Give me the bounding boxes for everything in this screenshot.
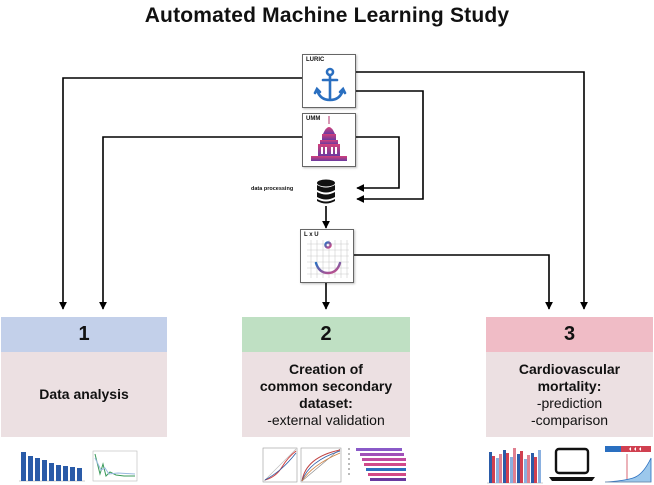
anchor-grid-icon — [307, 240, 349, 278]
panel-3-line: mortality: — [537, 377, 602, 394]
panel-1-number: 1 — [78, 323, 90, 345]
page-title: Automated Machine Learning Study — [144, 4, 510, 27]
luric-box: LURIC — [302, 54, 356, 108]
combined-label: L x U — [304, 232, 319, 238]
laptop-icon — [549, 447, 595, 481]
line-plot-thumbnail — [92, 450, 138, 482]
panel-3-body: Cardiovascular mortality: -prediction -c… — [486, 352, 653, 437]
panel-2-line: dataset: — [299, 394, 353, 411]
risk-distribution-thumbnail — [604, 446, 652, 483]
bar-chart-thumbnail — [19, 452, 85, 482]
panel-common-dataset: 2 Creation of common secondary dataset: … — [242, 317, 410, 437]
arrow-umm-to-panel1 — [99, 136, 302, 310]
panel-3-subline: -prediction — [536, 394, 603, 411]
arrow-lxu-to-panel3 — [354, 254, 553, 310]
data-processing-label: data processing — [251, 186, 294, 192]
umm-label: UMM — [306, 116, 321, 122]
panel-1-line: Data analysis — [39, 386, 129, 402]
shap-plot-thumbnail — [348, 448, 406, 481]
panel-3-subline: -comparison — [530, 411, 609, 428]
calibration-plot-thumbnail — [262, 447, 298, 483]
panel-3-header: 3 — [486, 317, 653, 352]
arrow-luric-to-panel3 — [354, 71, 588, 310]
roc-curve-thumbnail — [300, 447, 342, 483]
anchor-icon — [313, 67, 347, 102]
panel-2-subline: -external validation — [267, 411, 385, 428]
grouped-bar-thumbnail — [487, 448, 543, 484]
arrow-umm-to-db — [354, 136, 400, 192]
arrow-luric-to-panel1 — [59, 77, 302, 310]
database-icon — [317, 179, 335, 204]
panel-2-body: Creation of common secondary dataset: -e… — [242, 352, 410, 437]
panel-1-body: Data analysis — [1, 352, 167, 437]
umm-box: UMM — [302, 113, 356, 167]
tower-icon — [311, 116, 347, 161]
panel-cv-mortality: 3 Cardiovascular mortality: -prediction … — [486, 317, 653, 437]
arrow-luric-to-db — [354, 90, 424, 203]
panel-2-line: common secondary — [259, 377, 393, 394]
luric-label: LURIC — [306, 57, 325, 63]
panel-2-number: 2 — [320, 323, 332, 345]
panel-1-header: 1 — [1, 317, 167, 352]
panel-3-number: 3 — [563, 323, 576, 345]
panel-2-header: 2 — [242, 317, 410, 352]
combined-box: L x U — [300, 229, 354, 283]
panel-data-analysis: 1 Data analysis — [1, 317, 167, 437]
panel-3-line: Cardiovascular — [518, 360, 621, 377]
panel-2-line: Creation of — [289, 360, 363, 377]
